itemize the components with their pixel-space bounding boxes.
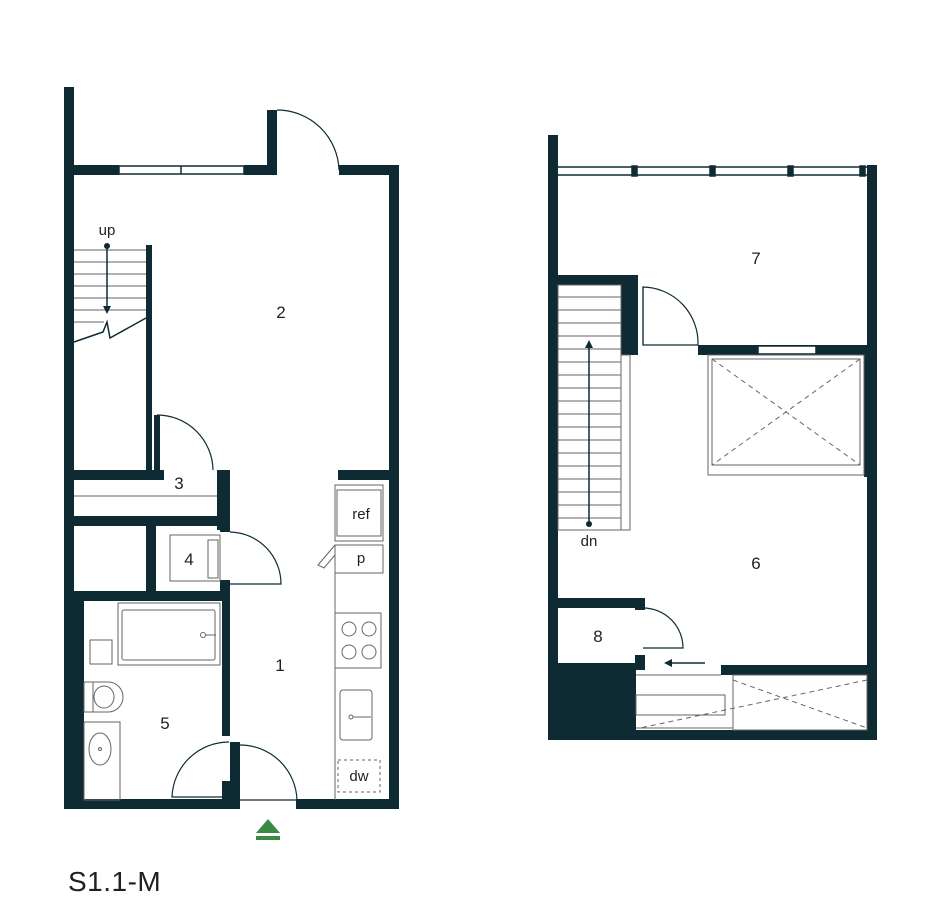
bath-door-swing xyxy=(171,741,230,798)
closet-4-door-swing xyxy=(229,531,282,585)
bathtub xyxy=(117,602,221,666)
unit-code: S1.1-M xyxy=(68,866,162,897)
lower-walls xyxy=(64,87,399,809)
dishwasher-label: dw xyxy=(349,768,368,785)
labels: 2 3 4 1 5 7 6 8 up dn ref p dw xyxy=(99,222,761,785)
room-5-label: 5 xyxy=(160,714,169,733)
vanity xyxy=(83,721,121,801)
room-6-label: 6 xyxy=(751,554,760,573)
room-2-label: 2 xyxy=(276,303,285,322)
lower-floor xyxy=(64,87,399,840)
room-7-label: 7 xyxy=(751,249,760,268)
room-3-label: 3 xyxy=(174,474,183,493)
stair-up xyxy=(73,243,147,343)
closet-8-door-swing xyxy=(642,607,684,649)
closet-4-fixture xyxy=(169,534,221,582)
open-to-below xyxy=(707,354,865,476)
kitchen xyxy=(317,484,384,800)
bedroom-7-door-swing xyxy=(642,286,699,346)
toilet xyxy=(83,639,124,713)
upper-storage xyxy=(636,674,868,731)
stair-down xyxy=(557,284,631,531)
room-4-label: 4 xyxy=(184,550,193,569)
entry-door-swing xyxy=(239,744,298,801)
stair-up-label: up xyxy=(99,222,116,239)
upper-window xyxy=(558,165,867,355)
lower-doors xyxy=(156,109,340,801)
upper-doors xyxy=(642,286,699,649)
lower-window xyxy=(118,165,245,175)
entry-arrow-icon xyxy=(256,819,280,840)
closet-8-slider xyxy=(635,659,726,716)
upper-floor xyxy=(548,135,877,740)
upper-walls xyxy=(548,135,877,740)
room-8-label: 8 xyxy=(593,627,602,646)
pantry-label: p xyxy=(357,550,365,567)
fridge-label: ref xyxy=(352,506,370,523)
patio-door-swing xyxy=(276,109,340,171)
closet-3-door-swing xyxy=(156,414,214,471)
stair-down-label: dn xyxy=(581,533,598,550)
room-1-label: 1 xyxy=(275,656,284,675)
